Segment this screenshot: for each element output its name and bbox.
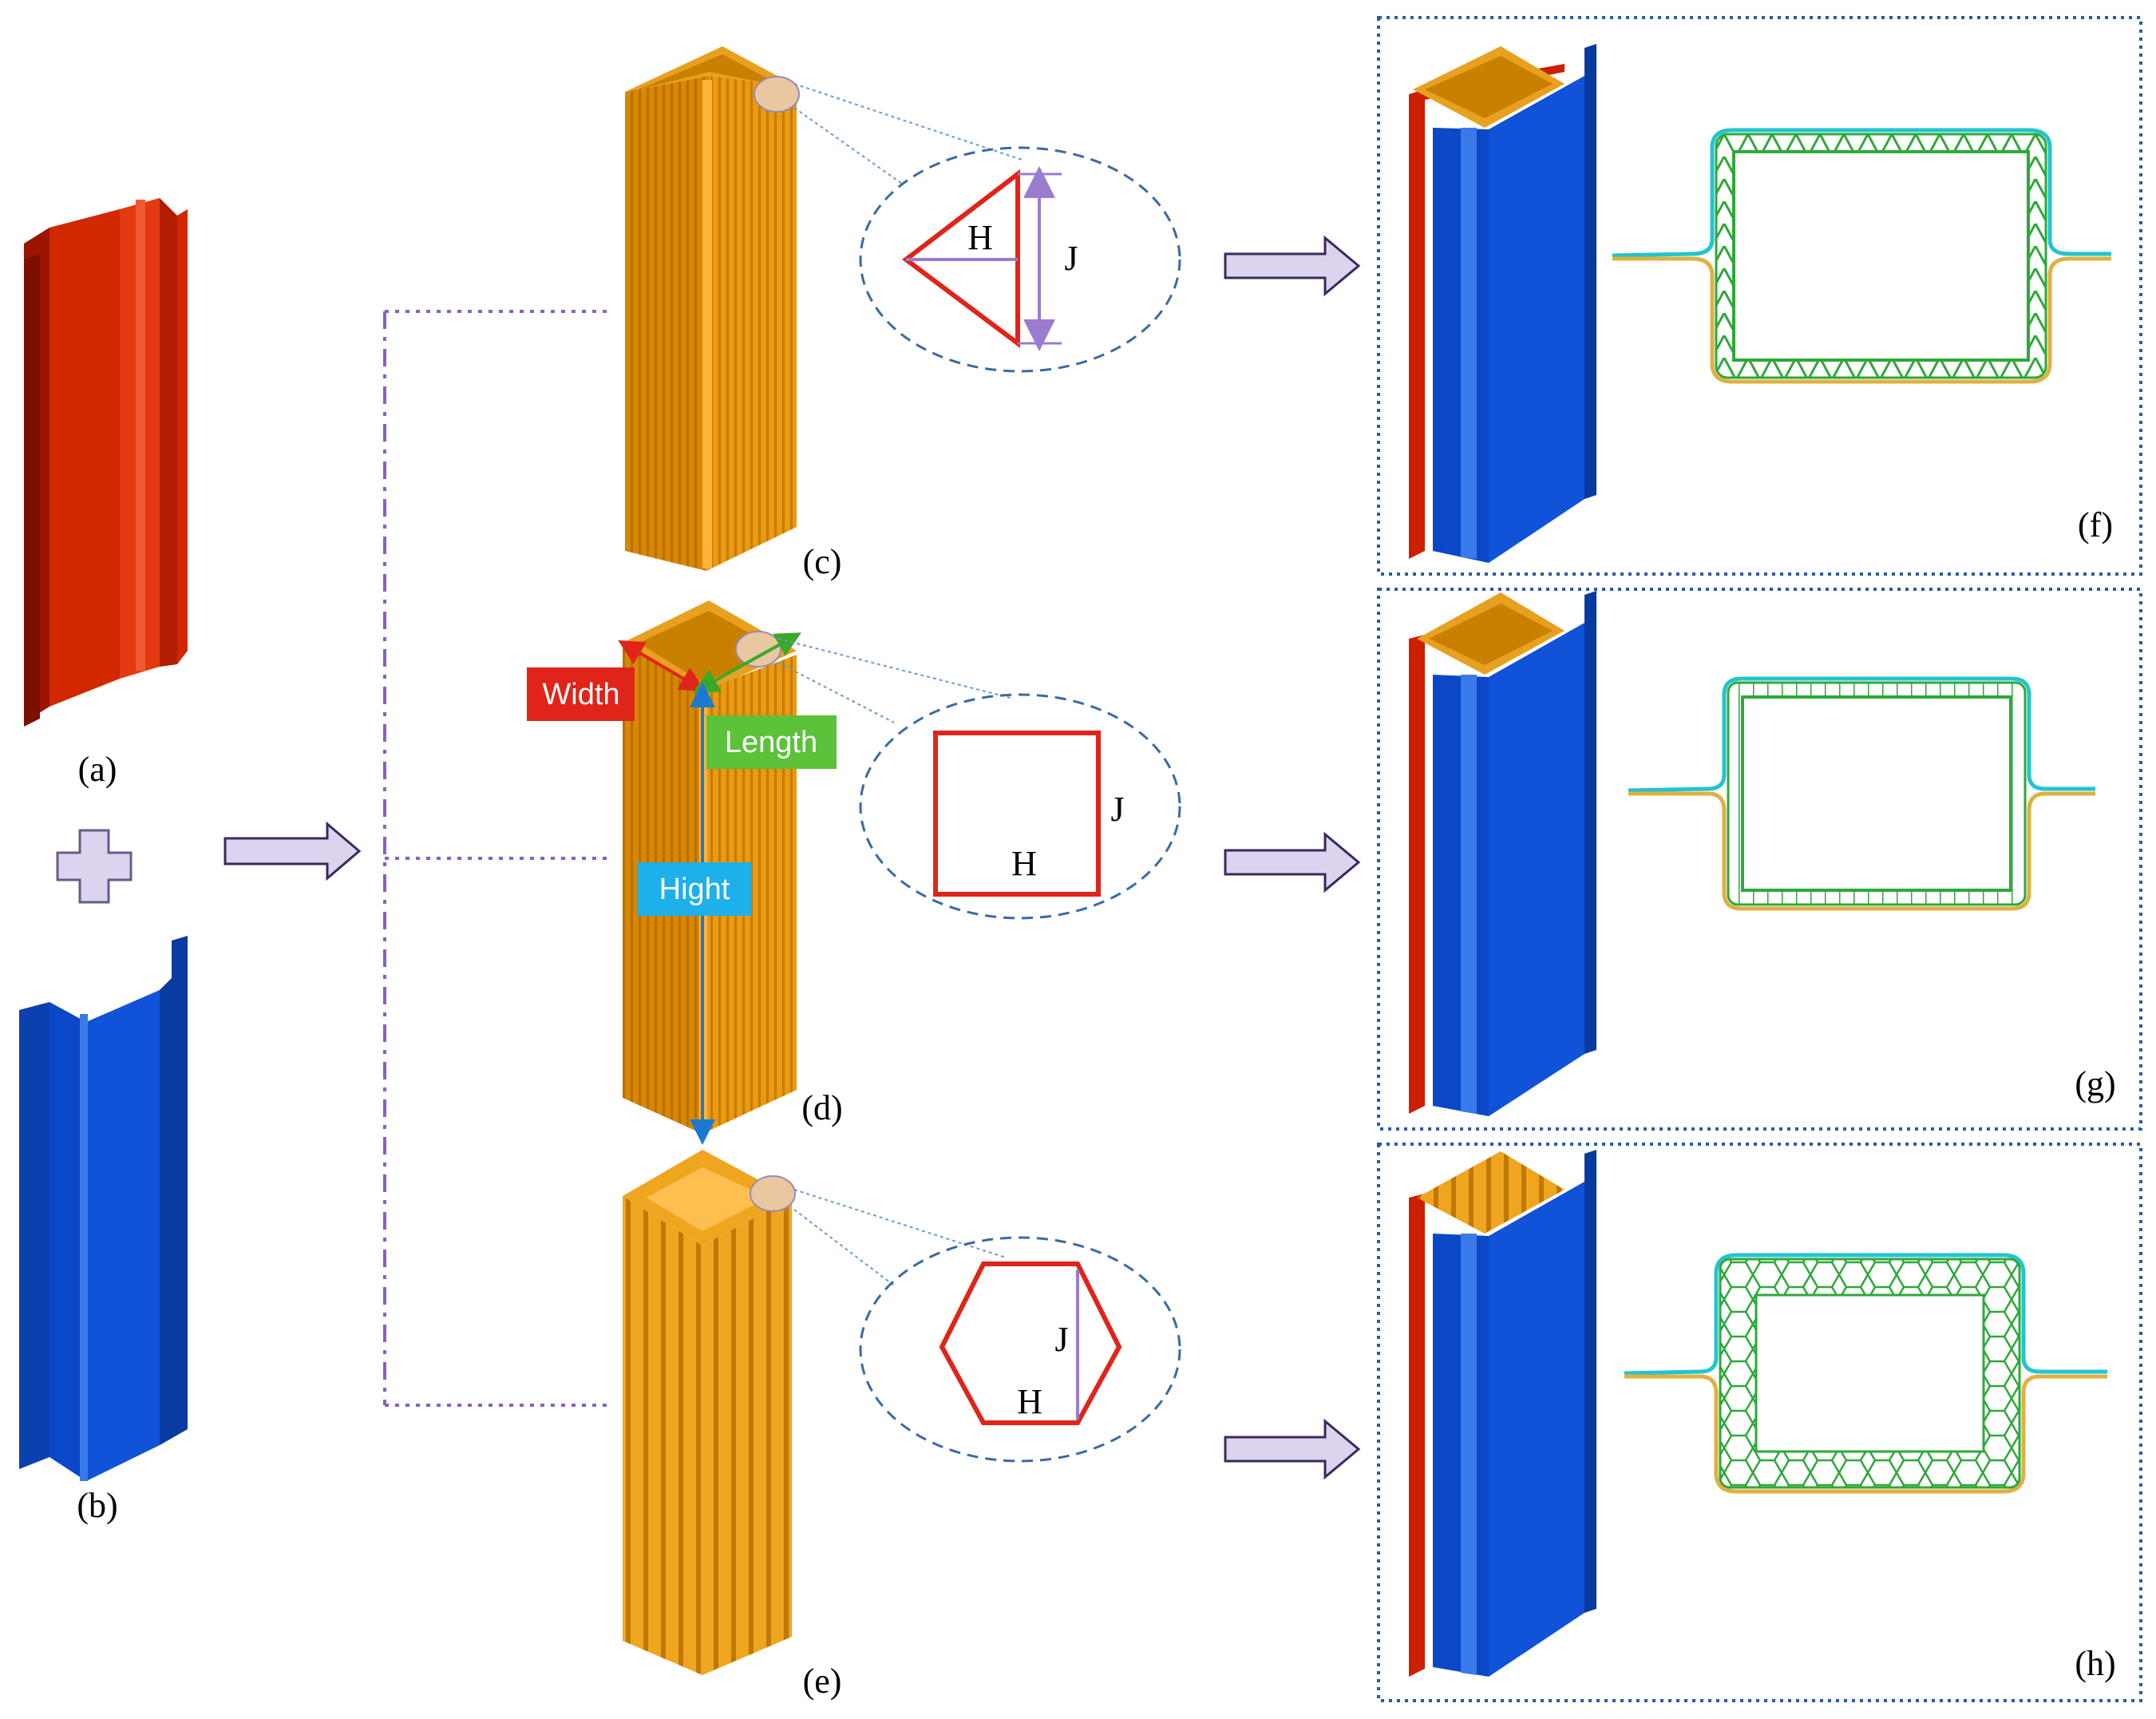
dim-label-h: H [967,218,993,257]
zoom-guide-line [793,83,1023,160]
hexagon-cell-outline [939,1262,1122,1425]
zoom-guide-line [777,638,1015,699]
cross-section-f [1612,128,2111,384]
assembled-column-h [1409,1150,1596,1677]
right-arrow-icon [1224,831,1361,893]
dim-label-j: J [1110,790,1124,829]
panel-label-h: (h) [2075,1644,2115,1683]
panel-label-g: (g) [2075,1064,2115,1103]
right-arrow-icon [1224,235,1361,297]
dim-label-h: H [1017,1382,1042,1421]
width-tag-label: Width [542,678,619,711]
panel-label-d: (d) [801,1088,842,1127]
width-arrow [618,640,706,692]
zoom-guide-line [777,662,895,723]
assembly-panel-g [1377,588,2142,1131]
length-tag [706,715,837,769]
triangular-core-column [625,46,800,571]
dim-label-j: J [1054,1320,1068,1359]
blue-hat-section-part [19,936,188,1481]
height-tag [637,862,751,916]
height-tag-label: Hight [659,873,730,906]
width-tag [527,667,635,721]
dim-label-h: H [1011,844,1037,883]
right-arrow-icon [224,821,362,881]
hexagonal-core-column [623,1150,796,1675]
length-tag-label: Length [725,726,817,759]
assembly-panel-h [1377,1143,2142,1702]
right-arrow-icon [1224,1418,1361,1480]
zoom-guide-line [793,1189,1007,1258]
panel-label-e: (e) [803,1662,842,1701]
branch-bracket [383,310,611,1407]
zoom-guide-line [793,107,903,184]
panel-label-f: (f) [2078,505,2113,545]
cross-section-g [1628,676,2095,911]
panel-label-a: (a) [78,750,117,789]
plus-icon [56,829,133,904]
zoom-guide-line [793,1209,895,1286]
zoom-ellipse [859,1236,1181,1463]
assembly-panel-f [1377,16,2142,576]
dim-label-j: J [1064,239,1078,278]
red-hat-section-part [24,198,188,727]
cross-section-h [1624,1253,2107,1494]
square-cell-outline [933,731,1101,897]
assembled-column-f [1409,44,1596,563]
assembled-column-g [1409,591,1596,1116]
length-arrow [693,632,801,693]
panel-label-b: (b) [77,1486,117,1525]
zoom-ellipse [859,146,1181,373]
zoom-ellipse [859,693,1181,920]
panel-label-c: (c) [803,542,842,581]
